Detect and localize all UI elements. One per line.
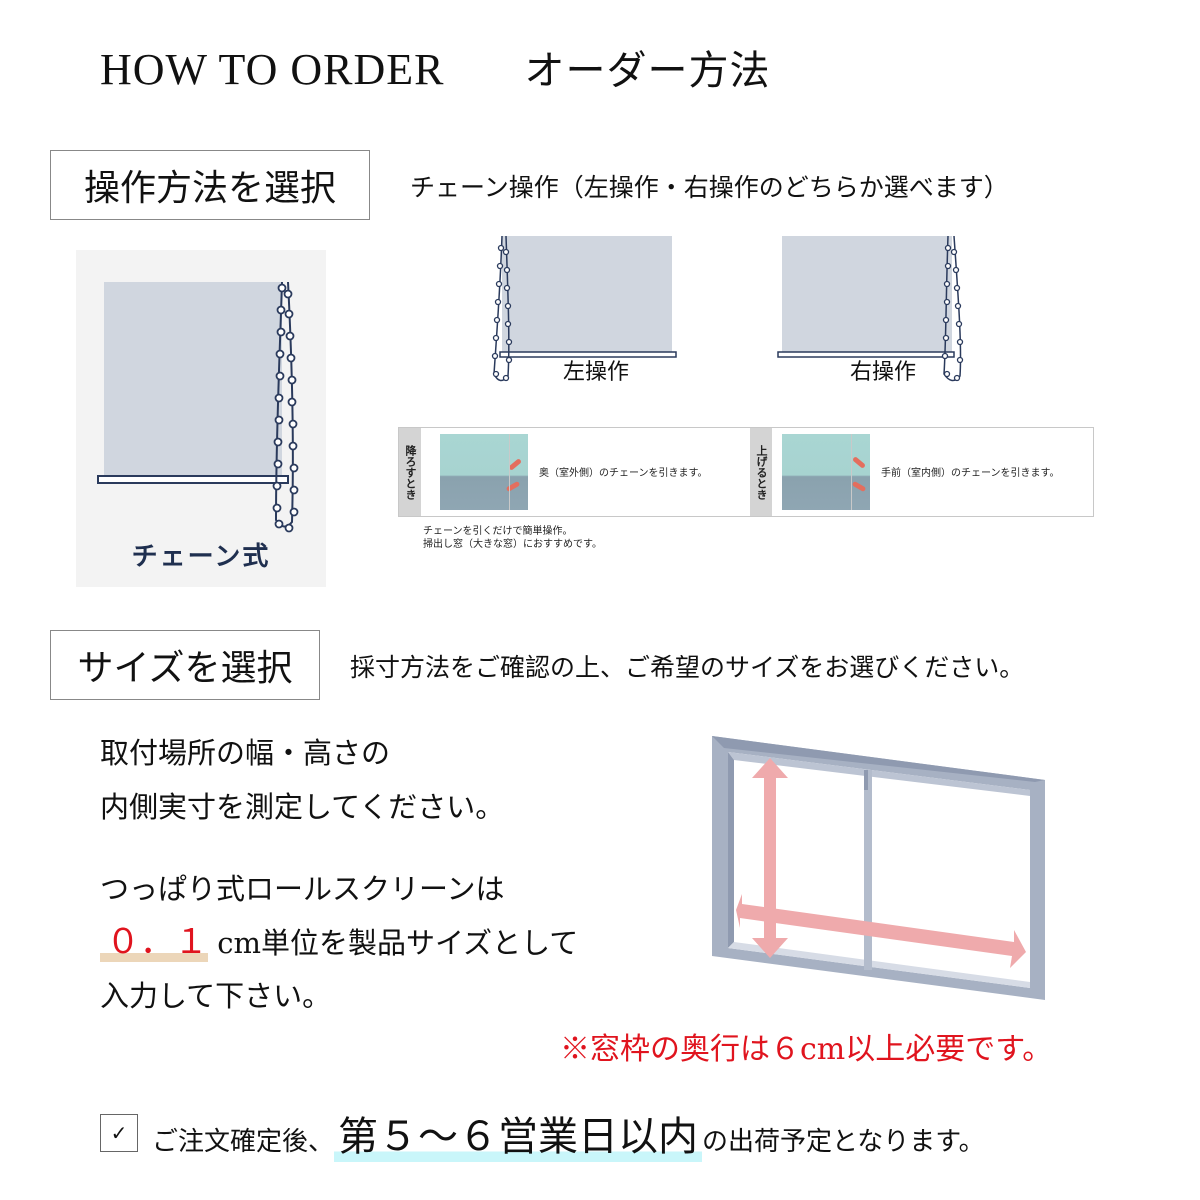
chain-note-line: チェーンを引くだけで簡単操作。 [423,526,573,537]
chain-type-panel: チェーン式 [76,250,326,587]
unit-value: ０．１ [100,922,208,962]
window-frame-diagram [700,720,1060,1020]
left-operation-label: 左操作 [563,360,630,385]
hand-icon [852,456,866,469]
title-japanese: オーダー方法 [524,48,771,94]
size-line: 内側実寸を測定してください。 [100,790,505,824]
title-english: HOW TO ORDER [100,45,445,94]
raise-instruction-text: 手前（室内側）のチェーンを引きます。 [881,468,1060,479]
chain-type-label: チェーン式 [131,542,271,572]
left-chain-illustration [491,235,677,382]
lower-side-label: 降ろすとき [399,428,421,516]
chain-note-line: 掃出し窓（大きな窓）におすすめです。 [423,539,602,550]
operation-description: チェーン操作（左操作・右操作のどちらか選べます） [410,173,1009,202]
shipping-prefix: ご注文確定後、 [152,1127,335,1157]
section-label-operation: 操作方法を選択 [50,150,370,220]
depth-warning: ※窓枠の奥行は６cm以上必要です。 [560,1032,1053,1067]
unit-rest: cm単位を製品サイズとして [208,926,579,960]
page-title: HOW TO ORDER オーダー方法 [100,38,770,96]
left-operation-option[interactable] [488,234,678,394]
size-line: 入力して下さい。 [100,979,332,1013]
lower-instruction-text: 奥（室外側）のチェーンを引きます。 [539,468,708,479]
section-label-size: サイズを選択 [50,630,320,700]
size-line: つっぱり式ロールスクリーンは [100,872,505,906]
hand-icon [508,458,522,471]
right-chain-illustration [777,235,964,382]
shipping-note: ご注文確定後、 第５～６営業日以内 の出荷予定となります。 [152,1104,985,1162]
chain-instructions: 降ろすとき 奥（室外側）のチェーンを引きます。 上げるとき 手前（室内側）のチェ… [398,427,1094,517]
raise-photo [782,434,870,510]
raise-side-label: 上げるとき [750,428,772,516]
size-line: 取付場所の幅・高さの [100,736,391,770]
measurement-diagram [712,736,1045,1000]
hand-icon [851,480,867,493]
size-description: 採寸方法をご確認の上、ご希望のサイズをお選びください。 [350,653,1025,682]
shipping-highlight: 第５～６営業日以内 [334,1104,703,1162]
hand-icon [505,480,521,493]
size-instructions: 取付場所の幅・高さの 内側実寸を測定してください。 つっぱり式ロールスクリーンは… [100,726,578,1023]
right-operation-label: 右操作 [850,360,917,385]
check-icon: ✓ [100,1114,138,1152]
chain-note: チェーンを引くだけで簡単操作。 掃出し窓（大きな窓）におすすめです。 [423,525,602,551]
shipping-suffix: の出荷予定となります。 [702,1127,985,1157]
lower-photo [440,434,528,510]
roll-screen-chain-illustration [97,281,299,533]
right-operation-option[interactable] [776,234,972,394]
